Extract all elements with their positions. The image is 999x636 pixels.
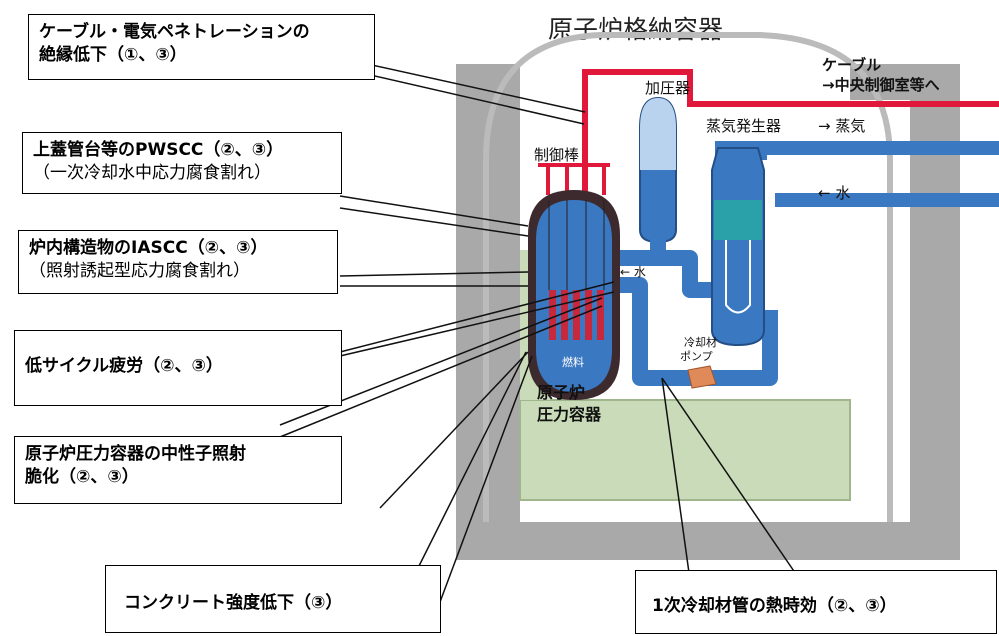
callout-embrittlement: 原子炉圧力容器の中性子照射 脆化（②、③） <box>14 436 342 504</box>
callout-iascc-title: 炉内構造物のIASCC（②、③） <box>29 238 268 258</box>
fuel-rods <box>549 290 604 340</box>
callout-iascc-sub: （照射誘起型応力腐食割れ） <box>29 260 250 281</box>
pump-label-1: 冷却材 <box>684 335 717 349</box>
callout-embrittlement-line2: 脆化（②、③） <box>25 466 139 487</box>
callout-concrete-title: コンクリート強度低下（③） <box>124 593 343 613</box>
steam-generator-label: 蒸気発生器 <box>706 117 781 135</box>
callout-fatigue-title: 低サイクル疲労（②、③） <box>25 356 223 376</box>
water-inner-label: ← 水 <box>620 265 646 279</box>
pressurizer-label: 加圧器 <box>645 79 690 97</box>
control-rods <box>538 163 610 195</box>
callout-thermal-aging-title: 1次冷却材管の熱時効（②、③） <box>652 596 897 616</box>
callout-concrete: コンクリート強度低下（③） <box>105 565 441 633</box>
callout-cable: ケーブル・電気ペネトレーションの 絶縁低下（①、③） <box>28 14 375 80</box>
callout-pwscc: 上蓋管台等のPWSCC（②、③） （一次冷却水中応力腐食割れ） <box>22 132 342 194</box>
callout-pwscc-sub: （一次冷却水中応力腐食割れ） <box>33 162 271 183</box>
callout-iascc: 炉内構造物のIASCC（②、③） （照射誘起型応力腐食割れ） <box>18 230 338 294</box>
cable-label-1: ケーブル <box>822 56 881 74</box>
cable-label-2: →中央制御室等へ <box>822 76 940 94</box>
vessel-label-2: 圧力容器 <box>537 405 602 424</box>
coolant-pump <box>687 365 717 389</box>
floor <box>519 399 851 501</box>
control-rod-label: 制御棒 <box>534 146 579 164</box>
callout-thermal-aging: 1次冷却材管の熱時効（②、③） <box>635 570 997 634</box>
fuel-label: 燃料 <box>562 355 584 369</box>
callout-embrittlement-line1: 原子炉圧力容器の中性子照射 <box>25 444 246 464</box>
pressurizer <box>639 96 677 244</box>
primary-piping <box>615 240 778 386</box>
callout-cable-line2: 絶縁低下（①、③） <box>39 44 187 65</box>
steam-label: → 蒸気 <box>818 117 865 135</box>
callout-cable-line1: ケーブル・電気ペネトレーションの <box>39 22 310 42</box>
pump-label-2: ポンプ <box>680 350 713 363</box>
vessel-label-1: 原子炉 <box>537 383 585 402</box>
reactor-vessel <box>528 190 620 400</box>
cable-line <box>582 69 999 235</box>
leader-lines <box>279 57 801 605</box>
callout-fatigue: 低サイクル疲労（②、③） <box>14 330 342 406</box>
callout-pwscc-title: 上蓋管台等のPWSCC（②、③） <box>33 140 284 160</box>
steam-generator <box>711 147 765 347</box>
water-in-label: ← 水 <box>818 184 850 202</box>
